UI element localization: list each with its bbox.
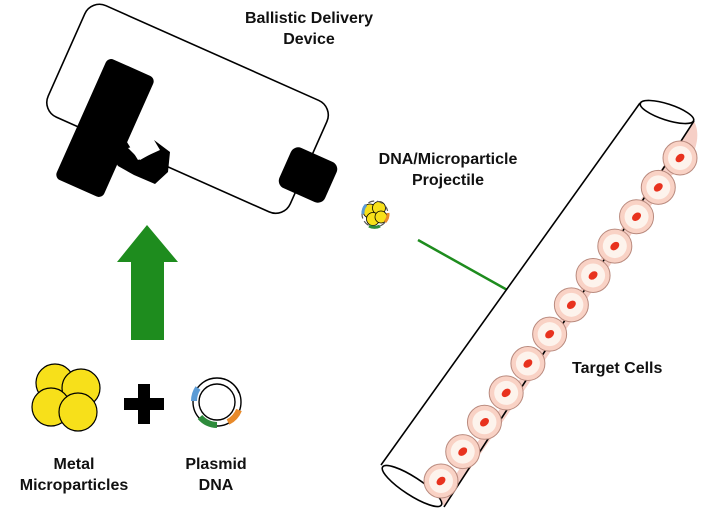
cell-nucleus (675, 153, 685, 163)
device-handle (56, 59, 154, 197)
cell-nucleus (501, 388, 511, 398)
device-trigger (103, 134, 170, 184)
target-cell (445, 434, 481, 470)
cell-nucleus (479, 418, 489, 427)
target-cells-label-text: Target Cells (572, 360, 663, 377)
target-cell (662, 140, 698, 176)
target-cell (619, 199, 655, 235)
projectile-icon (361, 200, 390, 229)
metal-label-line1: Metal (53, 456, 95, 473)
device-label-line2: Device (283, 31, 335, 48)
projectile-label-line1: DNA/Microparticle (378, 151, 518, 168)
target-cell (510, 346, 546, 382)
up-arrow-icon (117, 225, 178, 340)
target-cell (466, 404, 502, 440)
cell-nucleus (653, 183, 663, 192)
projectile-label: DNA/Microparticle Projectile (348, 149, 548, 191)
device-label: Ballistic Delivery Device (214, 8, 404, 50)
target-cells-label: Target Cells (572, 358, 702, 379)
cell-layer-tube-icon (380, 99, 698, 508)
device-nozzle (278, 147, 338, 203)
target-cell (553, 287, 589, 323)
device-label-line1: Ballistic Delivery (244, 10, 374, 27)
target-cell (532, 316, 568, 352)
cell-nucleus (545, 329, 555, 339)
cell-nucleus (632, 212, 642, 221)
cell-nucleus (610, 241, 620, 251)
target-cell (488, 375, 524, 411)
plasmid-label-line1: Plasmid (185, 456, 247, 473)
plasmid-label-line2: DNA (198, 477, 234, 494)
plasmid-dna-icon (190, 377, 242, 428)
target-cell (423, 463, 459, 499)
cell-nucleus (566, 300, 576, 310)
target-cell (597, 228, 633, 264)
cell-row (423, 140, 698, 499)
projectile-label-line2: Projectile (411, 172, 485, 189)
metal-microparticles-label: Metal Microparticles (0, 454, 148, 496)
metal-microparticles-icon (31, 363, 101, 432)
plus-icon (124, 384, 164, 424)
target-cell (575, 257, 611, 293)
tube-body (381, 103, 694, 507)
ballistic-device-icon (46, 3, 338, 215)
cell-nucleus (436, 476, 446, 486)
target-cell (640, 169, 676, 205)
metal-label-line2: Microparticles (19, 477, 129, 494)
plasmid-dna-label: Plasmid DNA (170, 454, 262, 496)
cell-nucleus (588, 271, 598, 280)
cell-nucleus (458, 447, 468, 456)
cell-nucleus (523, 359, 533, 368)
